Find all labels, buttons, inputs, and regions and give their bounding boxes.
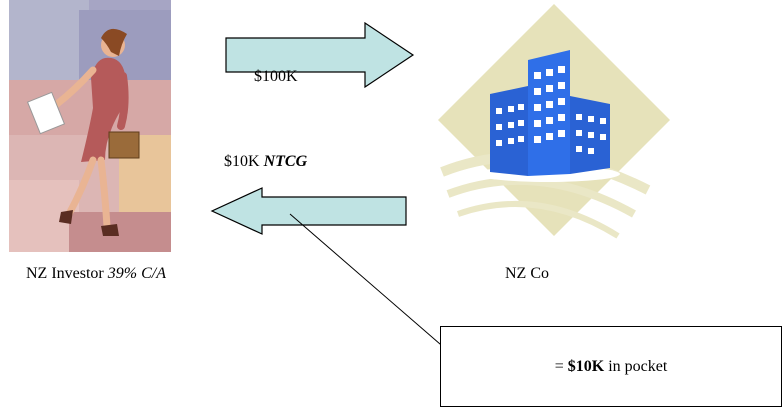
dividend-arrow-left [210, 187, 407, 235]
office-building-clipart [438, 4, 670, 239]
callout-suffix: in pocket [604, 357, 668, 375]
callout-amount: $10K [567, 357, 605, 375]
callout-box: = $10K in pocket [440, 326, 782, 407]
arrow-right-label: $100K [254, 68, 298, 85]
callout-prefix: = [554, 357, 568, 375]
arrow-left-amount: $10K [224, 153, 260, 170]
businesswoman-clipart [9, 0, 171, 252]
investor-label: NZ Investor 39% C/A [26, 265, 166, 283]
investor-name: NZ Investor [26, 265, 104, 282]
arrow-left-label: $10K NTCG [224, 153, 307, 171]
arrow-left-emphasis: NTCG [263, 153, 308, 170]
investor-tax-note: 39% C/A [107, 265, 166, 282]
company-label: NZ Co [505, 265, 549, 282]
payment-arrow-right [225, 22, 415, 88]
